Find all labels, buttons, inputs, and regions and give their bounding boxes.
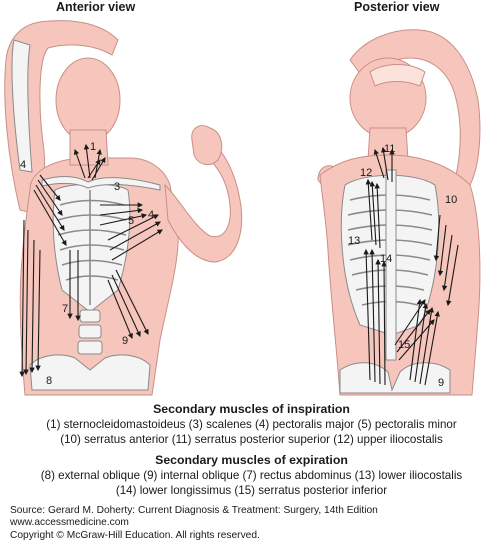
label-4-right: 4	[148, 209, 154, 221]
anterior-number-labels: 1 3 4 5 4 7 8 9	[20, 141, 154, 387]
posterior-view-title: Posterior view	[354, 0, 440, 14]
label-15: 15	[398, 339, 410, 351]
label-3: 3	[114, 181, 120, 193]
expiration-legend-line-1: (8) external oblique (9) internal obliqu…	[40, 469, 463, 482]
expiration-legend-line-2: (14) lower longissimus (15) serratus pos…	[115, 484, 388, 497]
anterior-lumbar-spine	[77, 309, 103, 355]
posterior-number-labels: 11 12 13 14 15 10 9	[348, 143, 457, 389]
posterior-arrows	[363, 146, 459, 386]
anterior-neck	[69, 129, 109, 166]
anterior-humerus	[11, 39, 33, 173]
label-10: 10	[445, 194, 457, 206]
expiration-legend: Secondary muscles of expiration (8) exte…	[0, 453, 503, 498]
source-copyright: Copyright © McGraw-Hill Education. All r…	[10, 529, 260, 541]
expiration-legend-title: Secondary muscles of expiration	[155, 453, 348, 467]
anterior-clavicles	[41, 176, 161, 191]
label-5: 5	[128, 215, 134, 227]
label-13: 13	[348, 235, 360, 247]
label-9: 9	[122, 335, 128, 347]
source-website: www.accessmedicine.com	[10, 517, 129, 529]
anterior-arrows	[19, 143, 163, 378]
posterior-spine	[385, 169, 397, 361]
inspiration-legend-line-1: (1) sternocleidomastoideus (3) scalenes …	[46, 418, 457, 431]
anterior-head	[55, 57, 121, 143]
inspiration-legend: Secondary muscles of inspiration (1) ste…	[0, 402, 503, 447]
label-11: 11	[384, 143, 395, 155]
posterior-figure: 11 12 13 14 15 10 9	[317, 29, 481, 396]
muscles-illustration: 1 3 4 5 4 7 8 9	[4, 20, 481, 396]
anterior-figure: 1 3 4 5 4 7 8 9	[4, 20, 243, 396]
label-14: 14	[380, 253, 392, 265]
label-12: 12	[360, 167, 372, 179]
label-1: 1	[90, 141, 96, 153]
label-9-posterior: 9	[438, 377, 444, 389]
anterior-pelvis	[29, 354, 151, 391]
source-credit: Source: Gerard M. Doherty: Current Diagn…	[10, 505, 378, 542]
posterior-hand	[369, 64, 426, 87]
label-7: 7	[62, 303, 68, 315]
inspiration-legend-title: Secondary muscles of inspiration	[153, 402, 350, 416]
label-4-left: 4	[20, 159, 26, 171]
label-8: 8	[46, 375, 52, 387]
anterior-view-title: Anterior view	[56, 0, 136, 14]
anterior-fist	[191, 125, 223, 166]
inspiration-legend-line-2: (10) serratus anterior (11) serratus pos…	[60, 433, 443, 446]
anterior-raised-arm	[4, 20, 119, 216]
source-citation: Source: Gerard M. Doherty: Current Diagn…	[10, 505, 378, 516]
